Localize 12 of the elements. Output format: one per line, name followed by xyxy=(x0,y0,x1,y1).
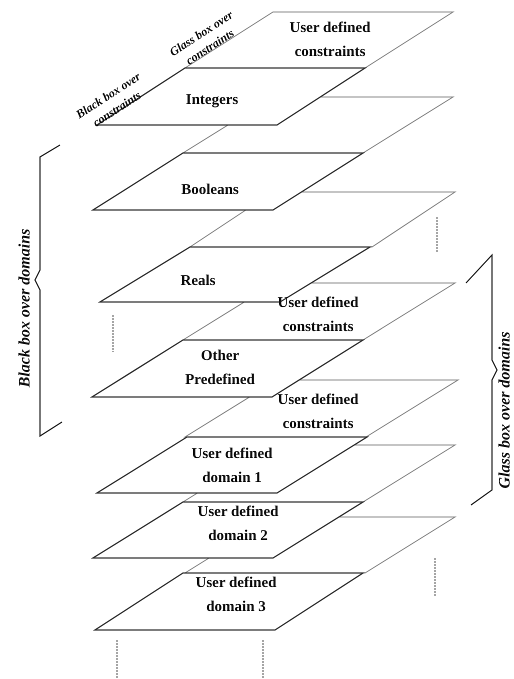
plane-label: Other Predefined xyxy=(184,347,256,390)
plane-label: Integers xyxy=(184,91,240,110)
side-label: Glass box over domains xyxy=(496,332,514,488)
plane-label: Reals xyxy=(180,272,216,291)
plane-label: User defined constraints xyxy=(276,391,360,434)
plane-label: User defined domain 1 xyxy=(190,445,274,488)
plane-label: User defined constraints xyxy=(288,19,372,62)
plane-label: Booleans xyxy=(180,181,240,200)
plane-label: User defined domain 3 xyxy=(194,574,278,617)
plane-label: User defined domain 2 xyxy=(196,503,280,546)
side-label: Black box over domains xyxy=(16,228,34,388)
plane-label: User defined constraints xyxy=(276,294,360,337)
